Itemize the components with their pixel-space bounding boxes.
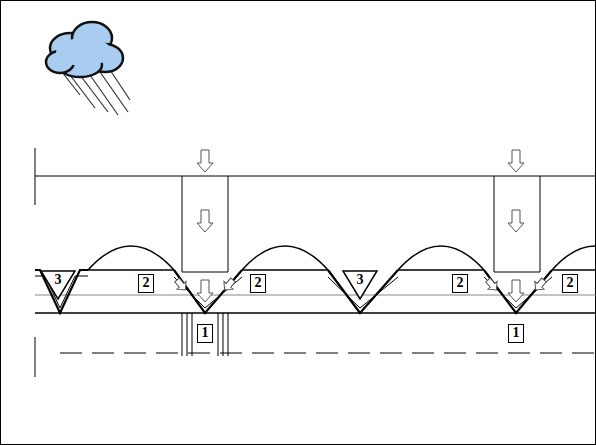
callout-number: 2	[567, 276, 574, 290]
callout-box: 2	[138, 274, 154, 293]
rain-cloud	[46, 22, 130, 115]
callout-box: 1	[197, 324, 213, 343]
callout-box: 2	[250, 274, 266, 293]
callout-box: 2	[562, 274, 578, 293]
callout-triangle: 3	[40, 270, 76, 300]
callout-triangle: 3	[342, 270, 378, 300]
callout-box: 1	[508, 324, 524, 343]
triangle-shape	[343, 271, 377, 299]
callout-number: 3	[357, 273, 364, 287]
callout-number: 2	[457, 276, 464, 290]
roof-section	[35, 148, 596, 377]
callout-number: 2	[143, 276, 150, 290]
callout-number: 2	[255, 276, 262, 290]
callout-number: 1	[202, 326, 209, 340]
flow-arrows	[172, 150, 548, 302]
callout-number: 1	[513, 326, 520, 340]
callout-box: 2	[452, 274, 468, 293]
callout-number: 3	[55, 273, 62, 287]
triangle-shape	[41, 271, 75, 299]
